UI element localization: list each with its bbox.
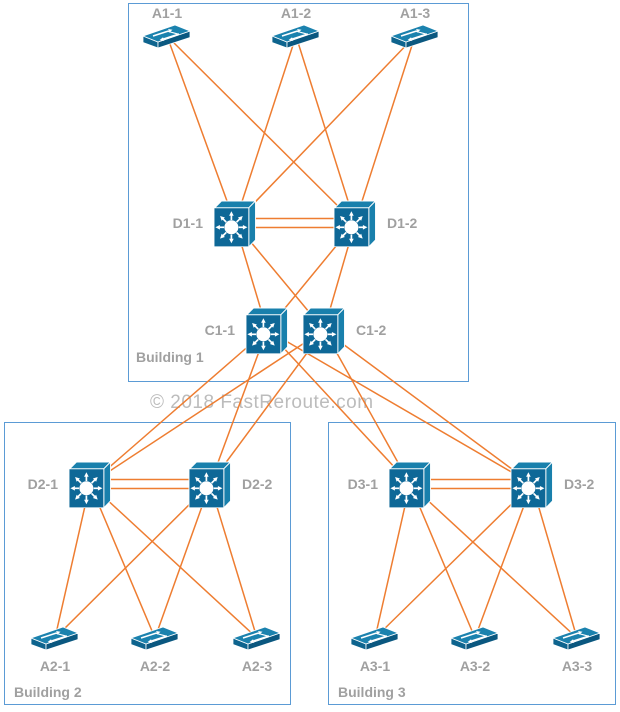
multilayer-switch-icon — [301, 306, 347, 355]
switch-label: A1-3 — [399, 5, 431, 21]
switch-label: A1-1 — [151, 5, 183, 21]
building-label: Building 2 — [14, 684, 82, 700]
workgroup-switch-icon — [349, 625, 401, 651]
switch-label: A2-1 — [39, 658, 71, 674]
switch-label: C1-1 — [204, 322, 235, 338]
link-C1-2-D2-1 — [89, 329, 325, 485]
building-box-1: Building 1 — [128, 3, 469, 382]
switch-label: A2-3 — [241, 658, 273, 674]
link-D2-2-A2-3 — [209, 483, 258, 639]
link-C1-2-D3-1 — [323, 329, 411, 485]
link-A1-1-D1-1 — [166, 35, 236, 224]
link-A1-2-D1-1 — [234, 35, 297, 224]
workgroup-switch-icon — [449, 625, 501, 651]
multilayer-switch-icon — [509, 460, 555, 509]
switch-A1-2: A1-2 — [270, 5, 322, 49]
switch-A2-1: A2-1 — [29, 625, 81, 674]
switch-A2-3: A2-3 — [231, 625, 283, 674]
switch-C1-1: C1-1 — [205, 306, 290, 355]
multilayer-switch-icon — [244, 306, 290, 355]
switch-label: A3-2 — [459, 658, 491, 674]
switch-D3-1: D3-1 — [348, 460, 433, 509]
link-D3-1-A3-3 — [409, 483, 578, 639]
switch-label: D2-1 — [27, 476, 58, 492]
switch-A1-1: A1-1 — [141, 5, 193, 49]
switch-A3-3: A3-3 — [551, 625, 603, 674]
switch-A2-2: A2-2 — [129, 625, 181, 674]
switch-A3-2: A3-2 — [449, 625, 501, 674]
switch-label: C1-2 — [356, 322, 387, 338]
workgroup-switch-icon — [129, 625, 181, 651]
link-D2-2-A2-1 — [54, 483, 211, 639]
switch-label: D3-1 — [347, 476, 378, 492]
workgroup-switch-icon — [29, 625, 81, 651]
switch-C1-2: C1-2 — [301, 306, 386, 355]
link-D2-1-A2-1 — [54, 483, 91, 639]
workgroup-switch-icon — [551, 625, 603, 651]
switch-label: D1-1 — [172, 215, 203, 231]
building-box-2: Building 2 — [4, 422, 291, 705]
link-A1-1-D1-2 — [166, 35, 356, 224]
building-box-3: Building 3 — [328, 422, 616, 705]
link-C1-1-D2-2 — [209, 329, 268, 485]
link-D2-2-A2-2 — [154, 483, 211, 639]
switch-label: A3-3 — [561, 658, 593, 674]
multilayer-switch-icon — [212, 199, 258, 248]
multilayer-switch-icon — [187, 460, 233, 509]
link-C1-2-D3-2 — [323, 329, 533, 485]
link-D3-1-A3-2 — [409, 483, 476, 639]
switch-A1-3: A1-3 — [389, 5, 441, 49]
switch-label: A3-1 — [359, 658, 391, 674]
switch-label: A2-2 — [139, 658, 171, 674]
link-D3-2-A3-1 — [374, 483, 533, 639]
link-C1-1-D2-1 — [89, 329, 268, 485]
link-D2-1-A2-3 — [89, 483, 258, 639]
multilayer-switch-icon — [67, 460, 113, 509]
switch-D2-1: D2-1 — [28, 460, 113, 509]
switch-D3-2: D3-2 — [509, 460, 594, 509]
link-D3-2-A3-2 — [474, 483, 533, 639]
workgroup-switch-icon — [141, 23, 193, 49]
switch-label: D2-2 — [242, 476, 273, 492]
switch-label: D1-2 — [387, 215, 418, 231]
link-D3-1-A3-1 — [374, 483, 411, 639]
link-C1-2-D2-2 — [209, 329, 325, 485]
switch-label: D3-2 — [564, 476, 595, 492]
building-label: Building 3 — [338, 684, 406, 700]
link-A1-3-D1-1 — [234, 35, 416, 224]
link-A1-3-D1-2 — [354, 35, 416, 224]
workgroup-switch-icon — [231, 625, 283, 651]
switch-D1-2: D1-2 — [332, 199, 417, 248]
multilayer-switch-icon — [332, 199, 378, 248]
workgroup-switch-icon — [389, 23, 441, 49]
link-D2-1-A2-2 — [89, 483, 156, 639]
link-D3-2-A3-3 — [531, 483, 578, 639]
workgroup-switch-icon — [270, 23, 322, 49]
link-C1-1-D3-1 — [266, 329, 411, 485]
switch-label: A1-2 — [280, 5, 312, 21]
switch-A3-1: A3-1 — [349, 625, 401, 674]
building-label: Building 1 — [136, 349, 204, 365]
switch-D1-1: D1-1 — [173, 199, 258, 248]
link-C1-1-D3-2 — [266, 329, 533, 485]
multilayer-switch-icon — [387, 460, 433, 509]
switch-D2-2: D2-2 — [187, 460, 272, 509]
